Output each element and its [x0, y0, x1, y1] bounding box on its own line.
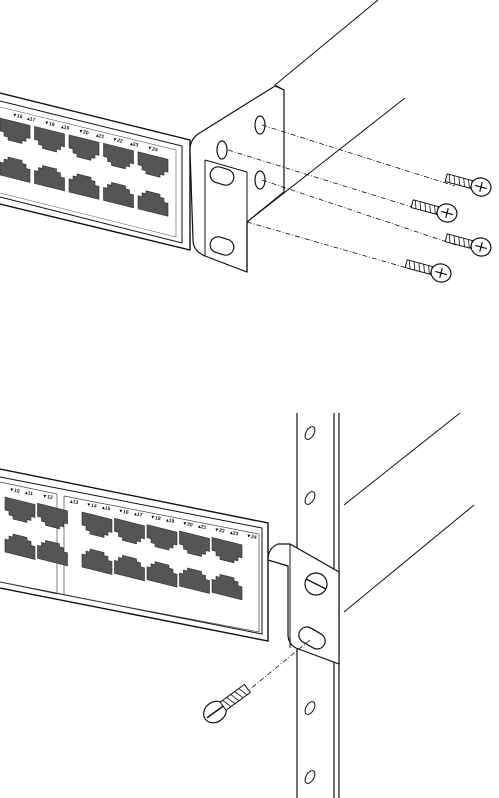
top-port-grid: ▼16▴17 ▼18 ▴19 ▼20 ▴21 ▼22 ▴23 ▼24 [0, 112, 169, 217]
top-port-label: ▴21 [95, 132, 105, 140]
bottom-port-label: ▼14 [86, 502, 98, 510]
bottom-port-label: ▴11 [24, 490, 34, 498]
bottom-illustration: ▼10▴11 ▼12 ▴13 ▼14▴15 ▼16▴17 ▼18▴19 ▼20▴21 ▼22▴… [0, 412, 475, 798]
bottom-port-label: ▼10 [9, 487, 21, 495]
bottom-port-label: ▼18 [150, 514, 162, 522]
loose-screw [203, 683, 251, 724]
top-port-label: ▴17 [26, 115, 36, 123]
bottom-port-label: ▼16 [118, 508, 130, 516]
bottom-port-label: ▼12 [42, 493, 54, 501]
top-port-label: ▴19 [60, 124, 70, 132]
top-mounting-bracket [189, 85, 285, 273]
top-port-label: ▼22 [112, 137, 124, 145]
bottom-port-label: ▴19 [165, 517, 175, 525]
bottom-port-grid: ▼10▴11 ▼12 ▴13 ▼14▴15 ▼16▴17 ▼18▴19 ▼20▴21 ▼22▴… [4, 487, 258, 601]
top-port-label: ▼24 [147, 145, 159, 153]
bottom-port-label: ▼20 [182, 521, 194, 529]
top-port-label: ▼18 [44, 120, 56, 128]
top-port-label: ▼20 [78, 128, 90, 136]
bottom-mounting-bracket [267, 543, 340, 665]
bottom-port-label: ▼24 [246, 533, 258, 541]
top-illustration: ▼16▴17 ▼18 ▴19 ▼20 ▴21 ▼22 ▴23 ▼24 [0, 0, 494, 285]
top-port-label: ▴23 [129, 141, 139, 149]
bottom-port-label: ▴15 [101, 505, 111, 513]
bottom-port-label: ▴23 [229, 530, 239, 538]
bottom-port-label: ▴17 [133, 511, 143, 519]
top-alignment-lines [227, 124, 457, 273]
bottom-port-label: ▴13 [69, 499, 79, 507]
top-port-label: ▼16 [12, 112, 24, 120]
rack-chassis [343, 412, 475, 613]
top-screws [403, 168, 494, 285]
top-front-panel: ▼16▴17 ▼18 ▴19 ▼20 ▴21 ▼22 ▴23 ▼24 [0, 92, 191, 251]
installed-screw [304, 572, 328, 596]
bottom-port-label: ▼22 [214, 527, 226, 535]
bottom-port-label: ▴21 [197, 523, 207, 531]
bottom-front-panel: ▼10▴11 ▼12 ▴13 ▼14▴15 ▼16▴17 ▼18▴19 ▼20▴21 ▼22▴… [0, 468, 269, 642]
